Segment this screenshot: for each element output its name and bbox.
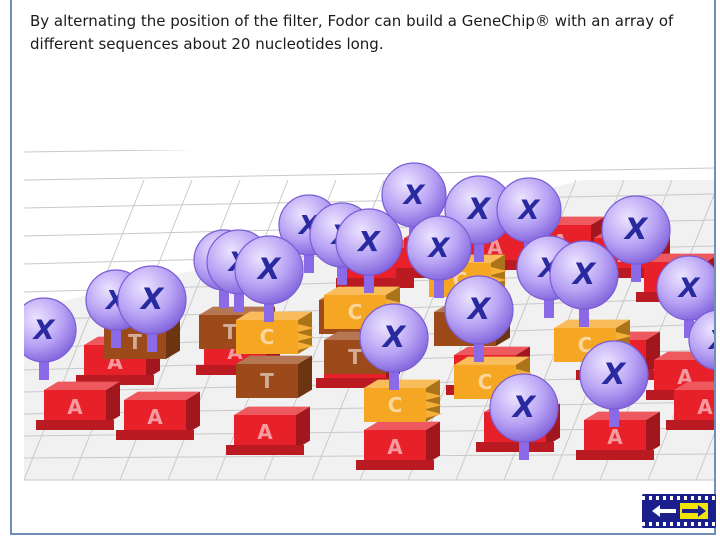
svg-text:X: X [32, 315, 56, 346]
navigation-panel [642, 494, 716, 528]
probe-molecule: X [359, 303, 429, 390]
svg-text:X: X [356, 225, 381, 258]
probe-molecule: X [234, 235, 304, 322]
svg-text:X: X [256, 252, 282, 286]
svg-text:X: X [381, 320, 407, 354]
probe-molecule: X [601, 195, 671, 282]
adenine-block: A [36, 381, 120, 430]
svg-text:X: X [571, 257, 597, 291]
svg-text:X: X [466, 292, 492, 326]
film-strip-bottom [642, 522, 716, 526]
slide-frame: By alternating the position of the filte… [10, 0, 716, 535]
probe-molecule: X [656, 255, 714, 338]
svg-text:X: X [427, 233, 451, 264]
probe-molecule: X [489, 373, 559, 460]
back-button[interactable] [650, 503, 678, 519]
adenine-block: A [226, 406, 310, 455]
svg-text:C: C [578, 333, 593, 357]
genechip-illustration: AAAAAAAAAAAAAAAAAAATTTTTTCCCCCC XXXXXXXX… [24, 150, 714, 481]
svg-text:A: A [67, 395, 83, 419]
svg-text:C: C [388, 393, 403, 417]
svg-text:X: X [402, 180, 426, 211]
probe-molecules: XXXXXXXXXXXXXXXXXXXXXX [24, 162, 714, 460]
caption-text: By alternating the position of the filte… [30, 12, 674, 53]
probe-molecule: X [579, 340, 649, 427]
adenine-block: A [356, 421, 440, 470]
svg-text:C: C [260, 325, 275, 349]
probe-molecule: X [24, 297, 77, 380]
svg-text:A: A [147, 405, 163, 429]
thymine-block: T [236, 355, 312, 398]
svg-text:A: A [697, 395, 713, 419]
svg-text:X: X [677, 273, 701, 304]
svg-text:T: T [223, 320, 237, 344]
probe-molecule: X [117, 265, 187, 352]
svg-text:X: X [511, 390, 537, 424]
svg-text:A: A [607, 425, 623, 449]
svg-text:T: T [128, 330, 142, 354]
probe-molecule: X [688, 309, 714, 371]
film-strip-top [642, 496, 716, 500]
right-arrow-icon [680, 503, 708, 519]
left-arrow-icon [650, 503, 678, 519]
grid-line [24, 150, 197, 153]
probe-molecule: X [335, 208, 403, 293]
grid-line [24, 167, 714, 181]
svg-text:X: X [601, 357, 627, 391]
forward-button[interactable] [680, 503, 708, 519]
svg-text:X: X [707, 326, 714, 356]
probe-molecule: X [381, 162, 447, 245]
svg-text:X: X [517, 195, 541, 226]
svg-text:X: X [466, 192, 492, 226]
svg-text:T: T [260, 369, 274, 393]
svg-text:C: C [478, 370, 493, 394]
svg-text:A: A [257, 420, 273, 444]
cytosine-block: C [364, 379, 442, 422]
probe-molecule: X [406, 215, 472, 298]
svg-text:X: X [623, 212, 649, 246]
grid-line [24, 193, 714, 209]
adenine-block: A [666, 381, 714, 430]
svg-text:C: C [348, 300, 363, 324]
probe-molecule: X [549, 240, 619, 327]
probe-molecule: X [444, 275, 514, 362]
svg-text:A: A [387, 435, 403, 459]
svg-text:X: X [139, 282, 165, 316]
cytosine-block: C [236, 311, 314, 354]
adenine-block: A [116, 391, 200, 440]
svg-text:T: T [348, 345, 362, 369]
